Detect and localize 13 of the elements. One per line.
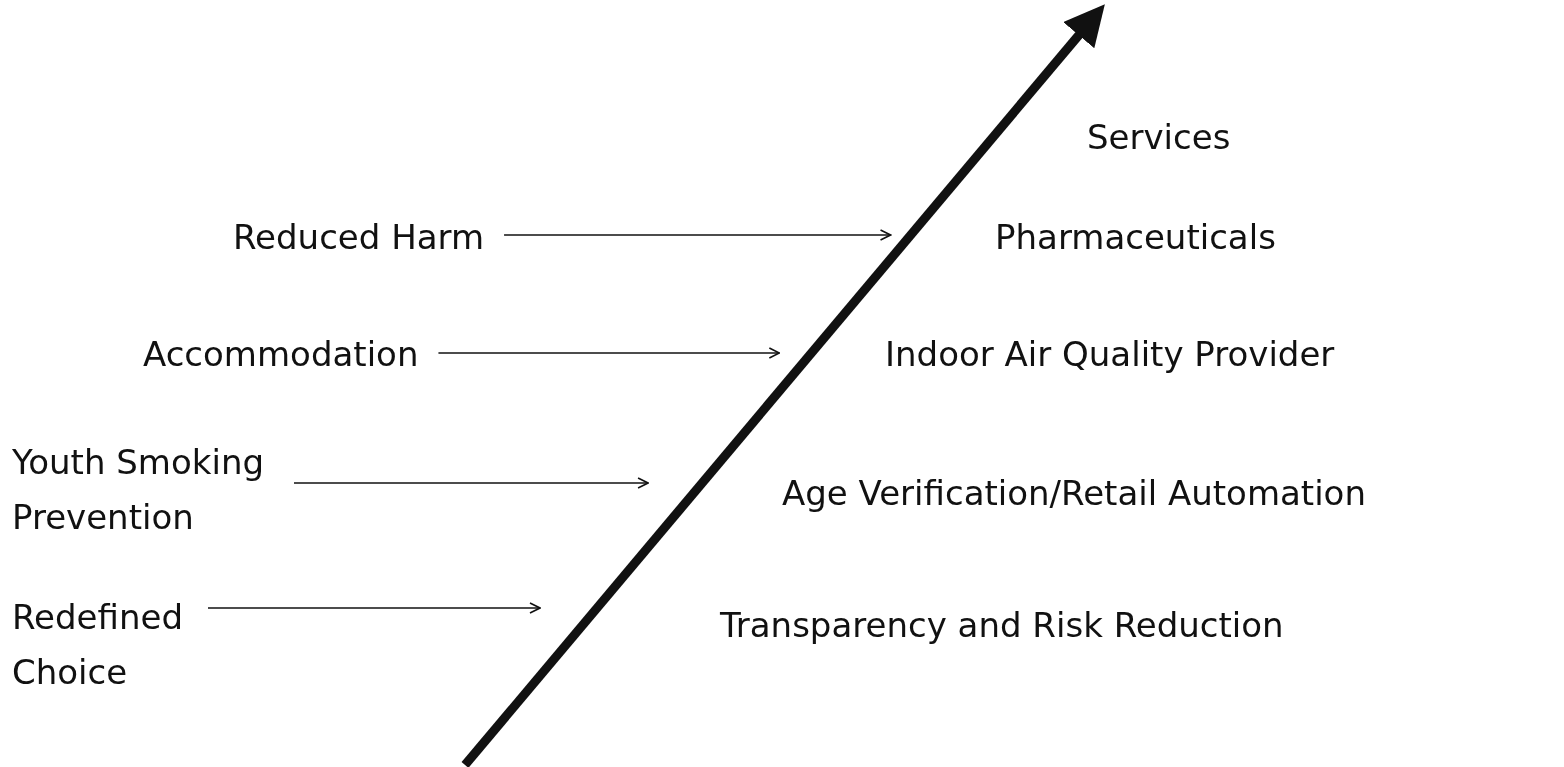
text-label: Pharmaceuticals [995,216,1276,259]
arrow [207,602,541,614]
node-label: Redefined Choice [12,590,188,700]
arrow [437,347,781,359]
arrow [503,229,892,241]
node-label: Youth Smoking Prevention [12,435,274,545]
text-label: Services [1087,116,1231,159]
node-label: Reduced Harm [233,210,485,265]
text-label: Transparency and Risk Reduction [720,604,1284,647]
arrow [293,477,649,489]
node-label: Accommodation [143,327,419,382]
text-label: Age Verification/Retail Automation [782,472,1366,515]
text-label: Indoor Air Quality Provider [885,333,1335,376]
